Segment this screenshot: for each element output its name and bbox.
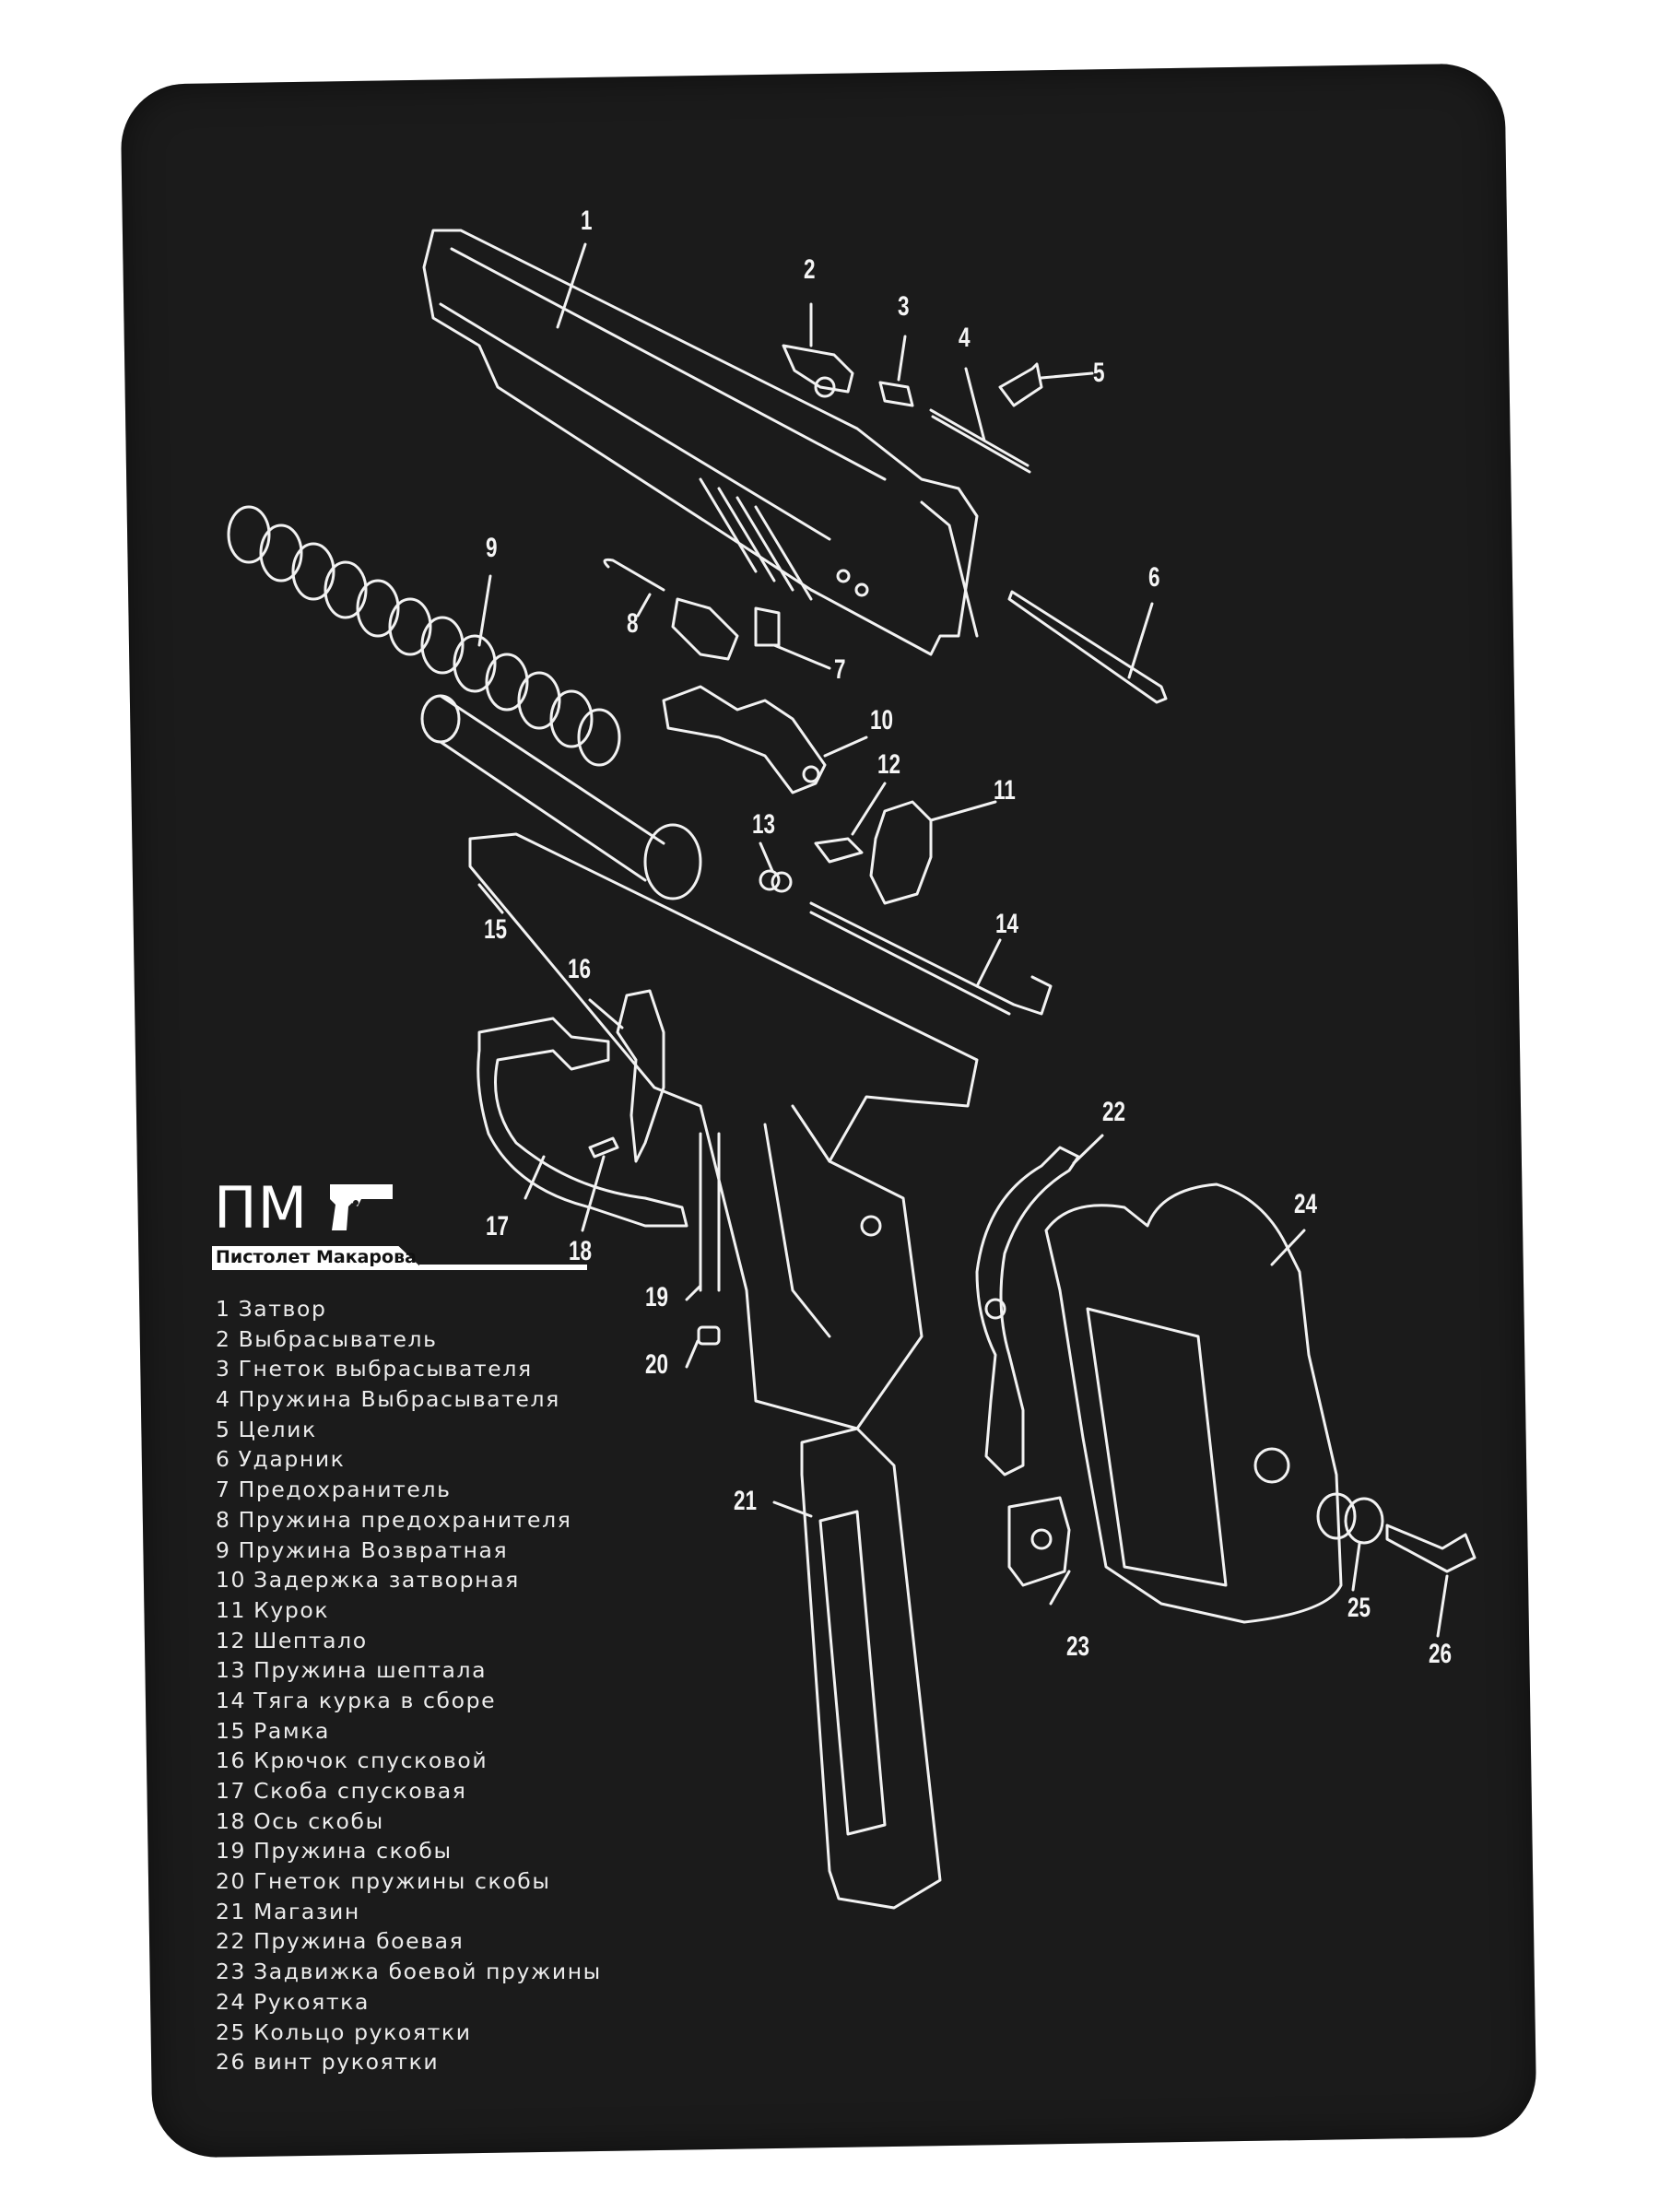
part-safety-spring bbox=[603, 558, 665, 618]
callout-24: 24 bbox=[1294, 1189, 1318, 1219]
brand-title: ПМ bbox=[214, 1174, 309, 1241]
part-slide-stop bbox=[662, 685, 868, 794]
subtitle-underline bbox=[419, 1265, 587, 1270]
callout-12: 12 bbox=[877, 749, 901, 780]
callout-26: 26 bbox=[1429, 1639, 1453, 1669]
callout-18: 18 bbox=[569, 1236, 593, 1266]
callout-11: 11 bbox=[994, 775, 1016, 806]
part-guard-pin bbox=[581, 1136, 619, 1232]
callout-23: 23 bbox=[1066, 1631, 1090, 1662]
part-slide bbox=[422, 229, 979, 656]
callout-14: 14 bbox=[995, 909, 1019, 939]
callout-2: 2 bbox=[804, 254, 816, 285]
callout-15: 15 bbox=[484, 914, 508, 945]
part-grip-screw bbox=[1385, 1524, 1477, 1638]
callout-22: 22 bbox=[1102, 1097, 1126, 1127]
callout-17: 17 bbox=[486, 1211, 510, 1241]
part-magazine bbox=[772, 1427, 942, 1910]
subtitle-banner bbox=[212, 1246, 424, 1270]
part-grip bbox=[1044, 1182, 1343, 1624]
part-trigger-guard bbox=[477, 1017, 688, 1228]
part-mainspring bbox=[975, 1134, 1104, 1477]
part-sear-spring bbox=[759, 841, 793, 893]
callout-5: 5 bbox=[1093, 358, 1105, 388]
part-frame bbox=[468, 832, 979, 1430]
callout-3: 3 bbox=[898, 291, 910, 322]
callout-16: 16 bbox=[568, 954, 592, 984]
callout-25: 25 bbox=[1347, 1593, 1371, 1623]
callout-7: 7 bbox=[834, 654, 846, 685]
pistol-silhouette-icon bbox=[330, 1184, 393, 1230]
callout-4: 4 bbox=[959, 323, 971, 353]
callout-1: 1 bbox=[581, 206, 593, 236]
part-extractor-plunger bbox=[878, 335, 914, 407]
part-sear bbox=[814, 782, 887, 864]
callout-13: 13 bbox=[752, 809, 776, 840]
part-extractor bbox=[782, 302, 854, 398]
callout-20: 20 bbox=[645, 1349, 669, 1380]
leader-1 bbox=[556, 242, 587, 329]
part-grip-ring bbox=[1316, 1492, 1384, 1592]
callout-9: 9 bbox=[486, 533, 498, 563]
brand-subtitle: Пистолет Макарова bbox=[216, 1247, 417, 1267]
part-trigger bbox=[588, 989, 665, 1163]
part-rear-sight bbox=[998, 362, 1094, 407]
part-hammer bbox=[869, 800, 997, 905]
part-safety bbox=[671, 597, 831, 670]
callout-6: 6 bbox=[1148, 562, 1160, 593]
callout-21: 21 bbox=[734, 1486, 758, 1516]
part-barrel bbox=[420, 694, 702, 900]
part-guard-spring bbox=[685, 1132, 721, 1301]
part-trigger-bar bbox=[809, 901, 1053, 1016]
part-firing-pin bbox=[1007, 590, 1168, 704]
part-extractor-spring bbox=[929, 367, 1031, 474]
callout-8: 8 bbox=[627, 608, 639, 639]
callout-19: 19 bbox=[645, 1282, 669, 1312]
callout-10: 10 bbox=[870, 705, 894, 735]
part-mainspring-latch bbox=[1007, 1496, 1071, 1606]
part-spring-plunger bbox=[685, 1325, 721, 1369]
part-recoil-spring bbox=[227, 505, 621, 767]
